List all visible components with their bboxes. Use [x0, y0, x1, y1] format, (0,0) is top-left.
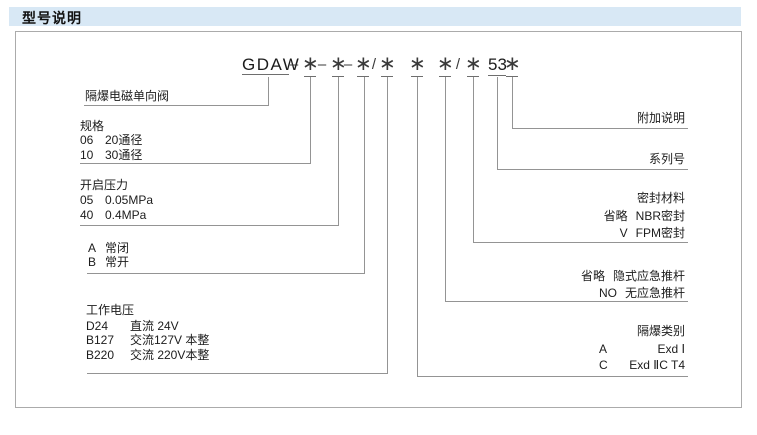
label-pressure-title: 开启压力 [80, 178, 129, 192]
code-underline [467, 76, 479, 77]
label-spec-title: 规格 [80, 119, 105, 133]
code-underline-series [488, 75, 506, 76]
code-token-star-7: ∗ [465, 53, 482, 75]
leader-line-spec [80, 77, 311, 164]
leader-line-working-voltage [87, 77, 388, 374]
item-desc: 交流127V 本整 [130, 333, 210, 347]
item-desc: 20通径 [105, 133, 143, 147]
item-desc: NBR密封 [635, 209, 685, 223]
seal-item: V FPM密封 [620, 226, 685, 240]
state-item: B 常开 [88, 255, 129, 269]
item-desc: FPM密封 [635, 226, 685, 240]
code-underline [357, 76, 369, 77]
leader-line-opening-pressure [80, 77, 339, 226]
voltage-item: B127 交流127V 本整 [86, 333, 209, 347]
label-seal-title: 密封材料 [636, 191, 685, 205]
label-extra-note: 附加说明 [636, 111, 685, 125]
pressure-item: 40 0.4MPa [80, 208, 146, 222]
item-code: 06 [80, 133, 94, 147]
item-desc: Exd ⅡC T4 [629, 358, 685, 372]
item-desc: 常开 [105, 255, 130, 269]
item-code: A [88, 241, 97, 255]
spec-item: 06 20通径 [80, 133, 142, 147]
code-token-series: 53 [488, 55, 507, 74]
code-token-star-8: ∗ [504, 53, 521, 75]
item-code: C [599, 358, 608, 372]
item-desc: 常闭 [105, 241, 130, 255]
item-code: NO [598, 286, 617, 300]
item-code: A [599, 342, 608, 356]
code-underline [411, 76, 423, 77]
seal-item: 省略 NBR密封 [604, 209, 685, 223]
item-desc: 隐式应急推杆 [612, 269, 685, 283]
code-underline [381, 76, 393, 77]
item-code: B220 [86, 348, 115, 362]
item-code: 省略 [603, 209, 628, 223]
label-voltage-title: 工作电压 [86, 303, 135, 317]
item-desc: 无应急推杆 [624, 286, 685, 300]
leader-line-normal-state [87, 77, 365, 274]
item-code: B [88, 255, 97, 269]
code-token-star-1: ∗ [302, 53, 319, 75]
code-token-star-6: ∗ [437, 53, 454, 75]
code-underline [439, 76, 451, 77]
exproof-item: C Exd ⅡC T4 [599, 358, 685, 372]
code-underline-base [242, 74, 289, 75]
state-item: A 常闭 [88, 241, 129, 255]
code-token-star-4: ∗ [379, 53, 396, 75]
item-code: 05 [80, 193, 94, 207]
push-rod-item: NO 无应急推杆 [599, 286, 685, 300]
code-token-base: GDAW [242, 55, 301, 74]
item-code: 省略 [580, 269, 605, 283]
leader-line-seal-material [473, 77, 688, 243]
label-valve-name: 隔爆电磁单向阀 [85, 89, 170, 103]
code-underline [506, 76, 518, 77]
leader-line-series-no [497, 77, 688, 170]
pressure-item: 05 0.05MPa [80, 193, 153, 207]
item-code: D24 [86, 319, 109, 333]
leader-line-exproof-class [417, 77, 688, 377]
item-desc: 30通径 [105, 148, 143, 162]
voltage-item: B220 交流 220V本整 [86, 348, 209, 362]
code-token-slash: / [371, 56, 377, 73]
label-series-no: 系列号 [648, 152, 685, 166]
leader-line-push-rod [445, 77, 688, 302]
item-desc: 交流 220V本整 [130, 348, 210, 362]
section-title: 型号说明 [22, 10, 82, 26]
section-header-bar: 型号说明 [9, 7, 741, 26]
item-code: 40 [80, 208, 94, 222]
code-token-slash: / [455, 56, 461, 73]
label-exproof-title: 隔爆类别 [636, 324, 685, 338]
code-underline [304, 76, 316, 77]
leader-line-valve-name [84, 77, 269, 106]
push-rod-item: 省略 隐式应急推杆 [581, 269, 685, 283]
leader-line-extra-note [512, 77, 688, 129]
item-desc: 直流 24V [130, 319, 179, 333]
model-code-diagram-box [15, 31, 742, 408]
code-token-dash: – [317, 56, 327, 73]
code-token-star-5: ∗ [409, 53, 426, 75]
code-token-dash: – [343, 56, 353, 73]
code-token-star-2: ∗ [330, 53, 347, 75]
item-code: V [619, 226, 628, 240]
item-code: B127 [86, 333, 115, 347]
voltage-item: D24 直流 24V [86, 319, 179, 333]
exproof-item: A Exd Ⅰ [599, 342, 685, 356]
item-desc: 0.05MPa [105, 193, 154, 207]
code-underline [332, 76, 344, 77]
item-desc: 0.4MPa [105, 208, 147, 222]
item-desc: Exd Ⅰ [657, 342, 685, 356]
item-code: 10 [80, 148, 94, 162]
code-token-dash: – [289, 56, 299, 73]
spec-item: 10 30通径 [80, 148, 142, 162]
code-token-star-3: ∗ [355, 53, 372, 75]
